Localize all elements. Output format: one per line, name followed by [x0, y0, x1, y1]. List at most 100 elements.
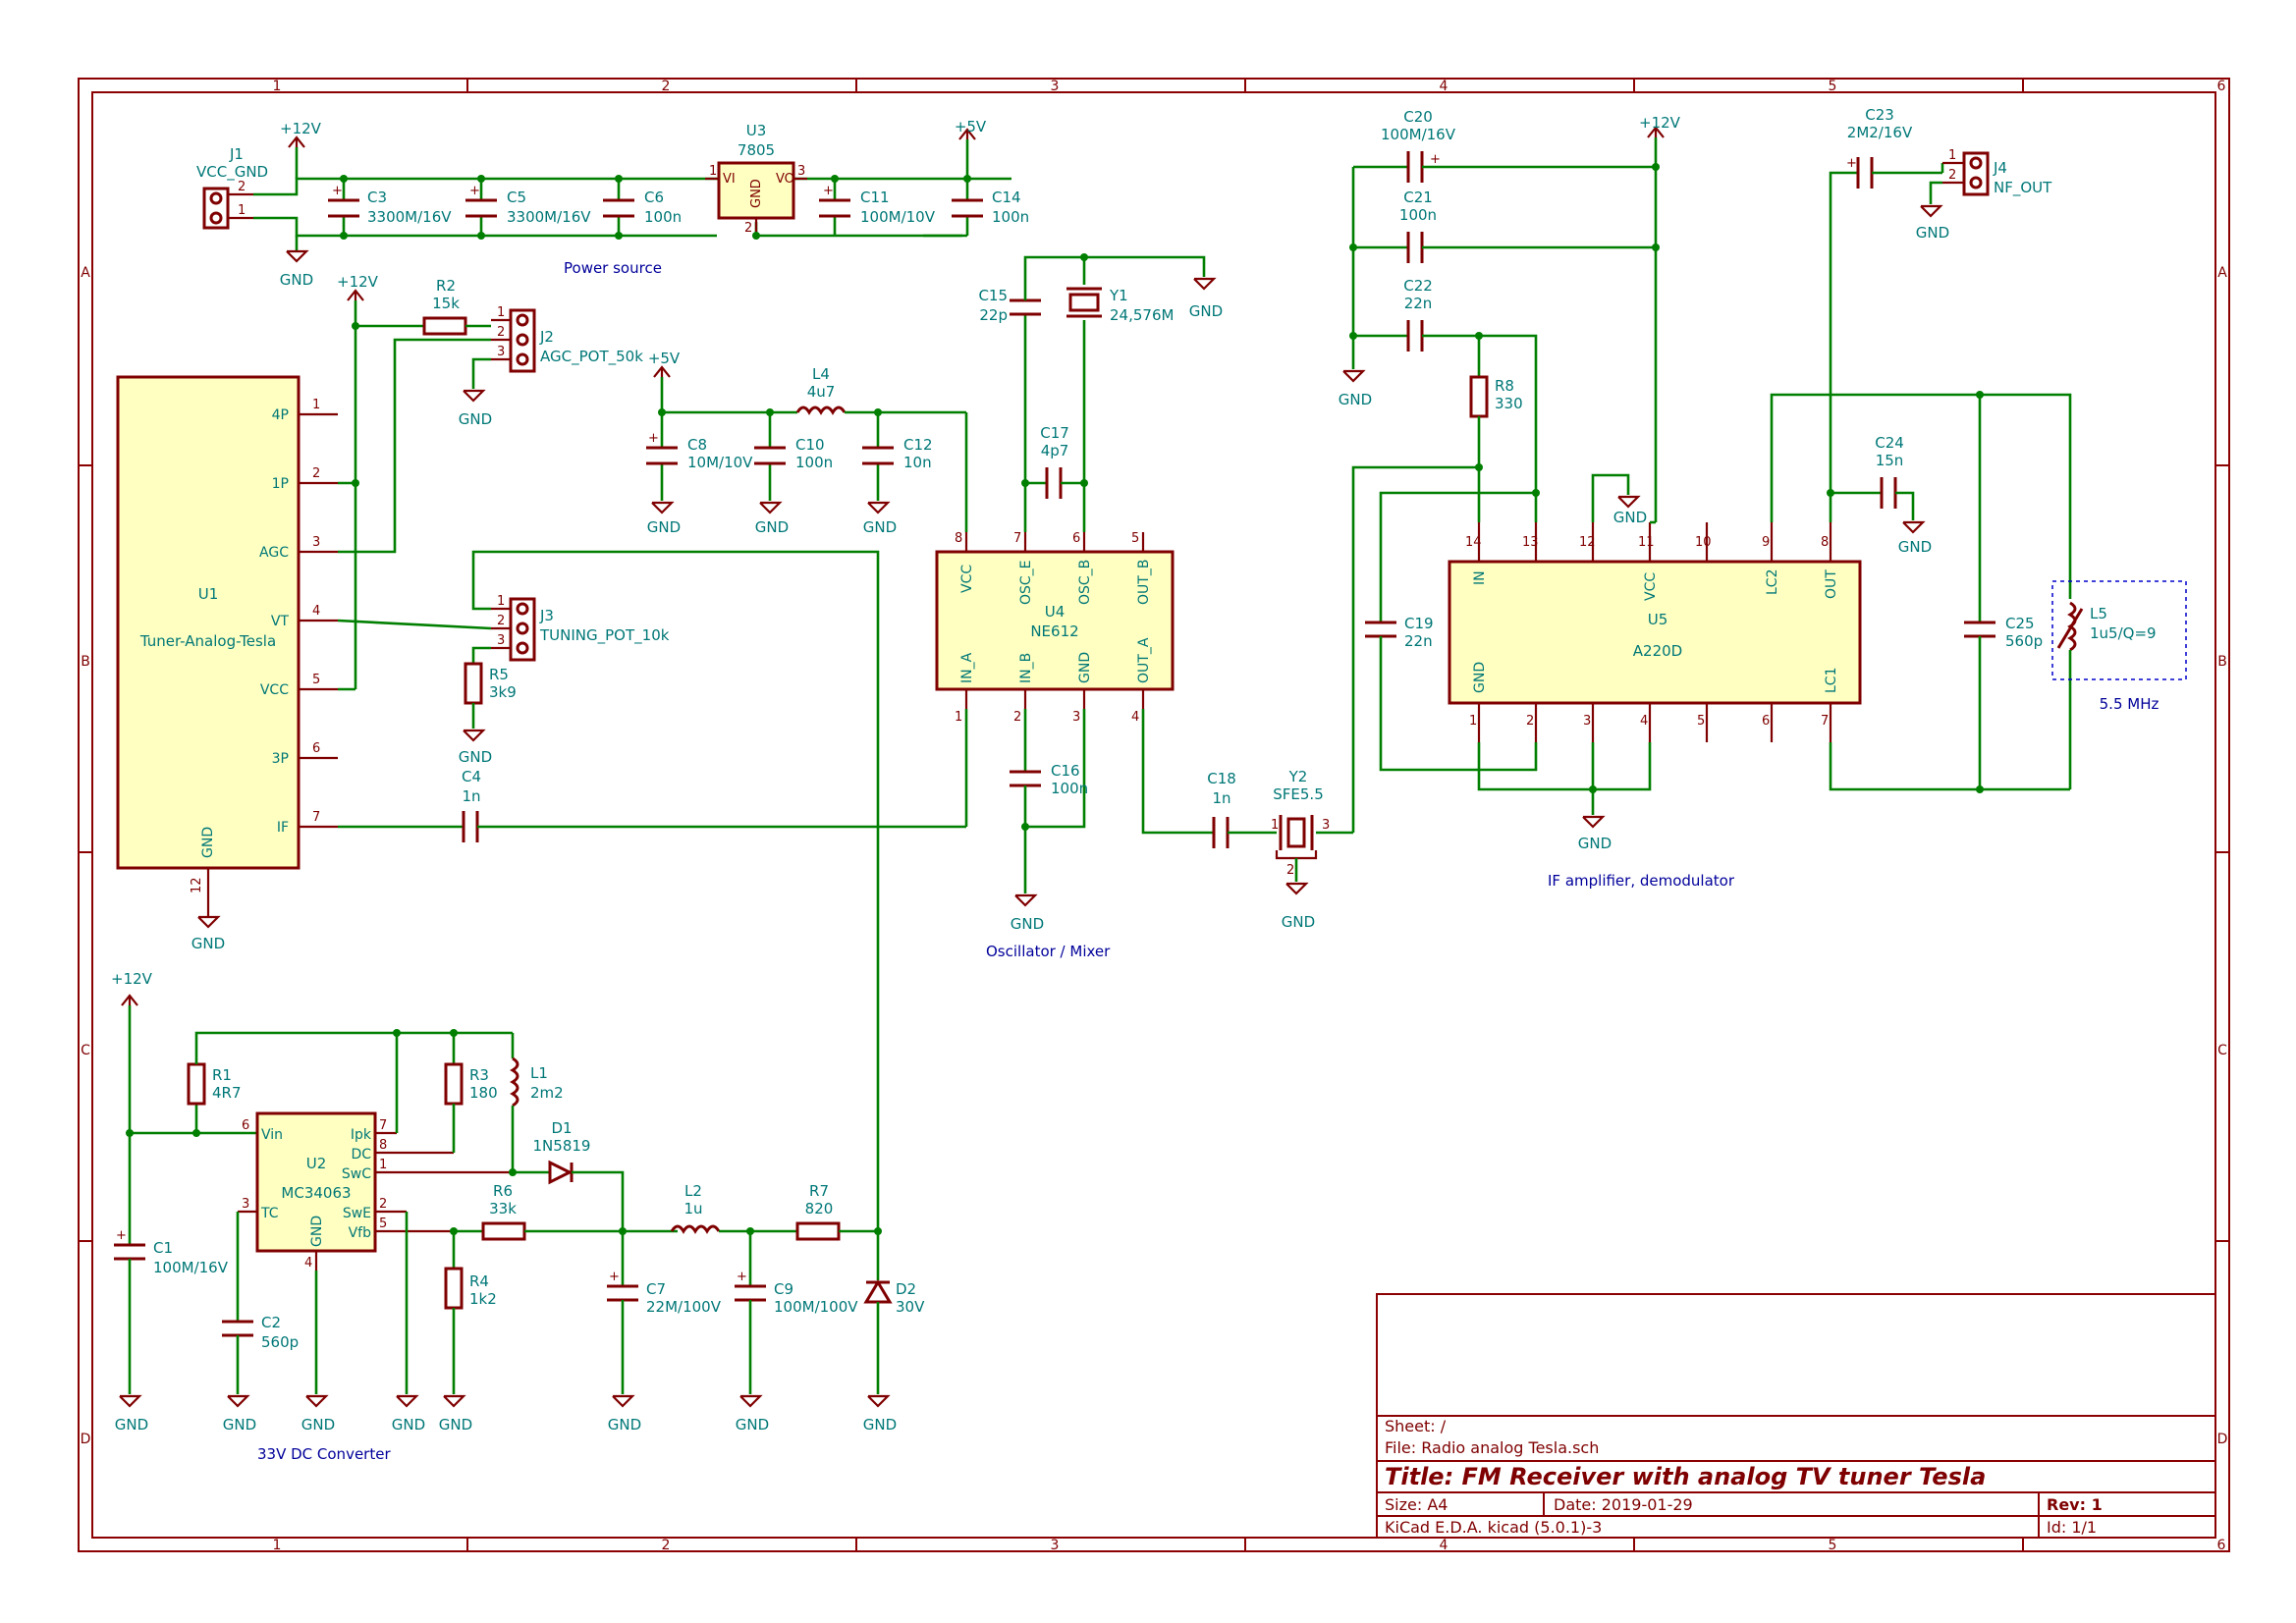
- svg-text:2: 2: [238, 180, 246, 194]
- value-label: 1n: [462, 787, 480, 805]
- l4-inductor: [795, 406, 847, 415]
- svg-text:14: 14: [1465, 535, 1482, 550]
- svg-text:1: 1: [1271, 818, 1279, 833]
- power-label: +12V: [280, 120, 322, 137]
- power-label: +12V: [1639, 114, 1681, 132]
- svg-text:12: 12: [1579, 535, 1596, 550]
- value-label: 22p: [979, 306, 1008, 324]
- power-label: +5V: [648, 350, 681, 367]
- ref-label: R8: [1495, 377, 1514, 395]
- value-label: A220D: [1633, 642, 1682, 660]
- col-label: 2: [662, 79, 671, 94]
- pin-name: GND: [200, 827, 216, 858]
- gnd-label: GND: [115, 1416, 148, 1434]
- value-label: 4R7: [212, 1084, 242, 1102]
- ref-label: L4: [812, 365, 830, 383]
- pin-name: GND: [1077, 652, 1093, 683]
- svg-text:4: 4: [304, 1256, 312, 1271]
- r4-resistor: [444, 1267, 464, 1310]
- value-label: 1u: [683, 1200, 702, 1217]
- value-label: TUNING_POT_10k: [539, 626, 670, 645]
- value-label: 100n: [644, 208, 682, 226]
- pin-name: LC2: [1765, 569, 1780, 595]
- gnd-label: GND: [439, 1416, 472, 1434]
- ref-label: C1: [153, 1239, 173, 1257]
- row-label: A: [81, 265, 90, 281]
- pin-name: SwE: [343, 1206, 371, 1221]
- value-label: 10n: [903, 454, 932, 471]
- gnd-label: GND: [1578, 835, 1612, 852]
- value-label: AGC_POT_50k: [540, 348, 643, 366]
- dc-converter-section: +12V + C1 100M/16V GND R1 4R7 U2 MC34063…: [111, 970, 925, 1463]
- svg-text:2: 2: [312, 466, 320, 481]
- ref-label: C24: [1875, 434, 1904, 452]
- gnd-label: GND: [1916, 224, 1949, 242]
- svg-text:3: 3: [497, 345, 505, 359]
- l1-inductor: [510, 1056, 519, 1108]
- svg-text:1: 1: [379, 1158, 387, 1172]
- ref-label: U5: [1648, 611, 1668, 628]
- ref-label: L1: [530, 1064, 548, 1082]
- svg-text:5: 5: [1131, 531, 1139, 546]
- value-label: 100n: [795, 454, 833, 471]
- tb-tool: KiCad E.D.A. kicad (5.0.1)-3: [1385, 1518, 1602, 1537]
- col-label: 5: [1829, 79, 1837, 94]
- oscillator-section: +5V L4 4u7 + C8 10M/10V GND C10 100n GND…: [646, 253, 1353, 960]
- svg-text:7: 7: [1013, 531, 1021, 546]
- ref-label: U4: [1045, 603, 1066, 621]
- svg-text:6: 6: [312, 741, 320, 756]
- svg-text:2: 2: [744, 221, 752, 236]
- svg-text:6: 6: [1762, 714, 1770, 729]
- r5-resistor: [464, 662, 483, 705]
- if-amplifier-section: U5 A220D 14 13 12 11 10 9 8 1 2 3 4 5 6 …: [1339, 106, 2187, 890]
- pin-name: TC: [260, 1206, 279, 1221]
- gnd-label: GND: [459, 410, 492, 428]
- svg-text:2: 2: [379, 1197, 387, 1212]
- ref-label: R3: [469, 1066, 489, 1084]
- tb-size: Size: A4: [1385, 1495, 1448, 1514]
- r7-resistor: [795, 1221, 841, 1241]
- col-label: 1: [273, 79, 282, 94]
- svg-text:8: 8: [1821, 535, 1829, 550]
- pin-name: 3P: [272, 751, 289, 767]
- j2-connector: [509, 308, 536, 373]
- gnd-label: GND: [755, 518, 789, 536]
- u1-tuner: [116, 375, 301, 870]
- value-label: 100n: [1051, 780, 1088, 797]
- ref-label: R2: [436, 277, 456, 295]
- tb-title: Title: FM Receiver with analog TV tuner …: [1385, 1463, 1986, 1490]
- svg-text:+: +: [1430, 152, 1441, 167]
- value-label: 100n: [992, 208, 1029, 226]
- pin-name: 1P: [272, 476, 289, 492]
- tb-rev: Rev: 1: [2047, 1495, 2103, 1514]
- svg-text:6: 6: [242, 1118, 249, 1133]
- ref-label: C6: [644, 189, 664, 206]
- gnd-label: GND: [280, 271, 313, 289]
- u5-if-amplifier: [1448, 560, 1862, 705]
- svg-text:5: 5: [312, 673, 320, 687]
- pin-name: OUT: [1824, 569, 1839, 599]
- value-label: VCC_GND: [196, 163, 268, 182]
- tb-date: Date: 2019-01-29: [1554, 1495, 1693, 1514]
- pin-name: LC1: [1824, 668, 1839, 693]
- value-label: NE612: [1030, 622, 1078, 640]
- r6-resistor: [481, 1221, 526, 1241]
- gnd-label: GND: [608, 1416, 641, 1434]
- col-label: 6: [2217, 79, 2226, 94]
- pin-name: VCC: [1643, 572, 1659, 601]
- pin-name: GND: [749, 179, 764, 208]
- pin-name: OSC_E: [1018, 560, 1034, 605]
- row-label: B: [2217, 654, 2227, 670]
- tb-id: Id: 1/1: [2047, 1518, 2097, 1537]
- svg-text:6: 6: [1072, 531, 1080, 546]
- ref-label: C5: [507, 189, 526, 206]
- value-label: 30V: [896, 1298, 925, 1316]
- svg-text:+: +: [469, 184, 480, 198]
- j4-connector: [1962, 151, 1990, 196]
- svg-text:3: 3: [242, 1197, 249, 1212]
- value-label: 33k: [489, 1200, 517, 1217]
- value-label: 2M2/16V: [1847, 124, 1913, 141]
- svg-text:1: 1: [1948, 148, 1956, 163]
- value-label: 1n: [1212, 789, 1230, 807]
- d2-zener: [863, 1279, 893, 1304]
